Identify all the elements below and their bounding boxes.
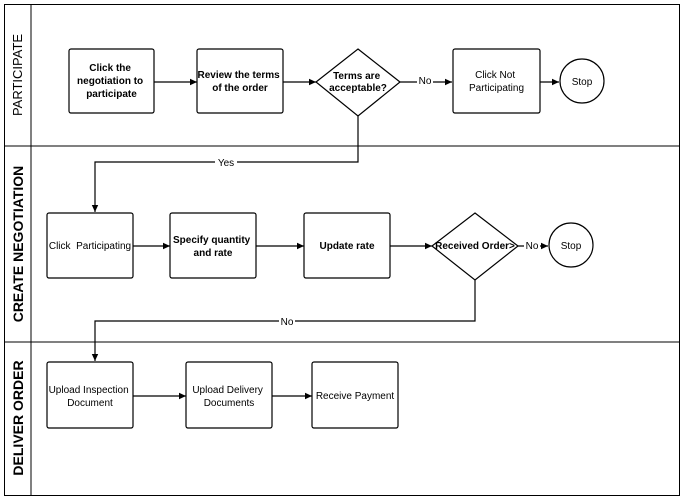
edge-label-no-deliver: No [281, 317, 294, 328]
node-label-line: Upload Inspection [49, 385, 129, 396]
node-label-line: negotiation to [77, 76, 143, 87]
node-click-negotiation[interactable]: Click the negotiation to participate [68, 48, 155, 114]
swimlane-frame [4, 4, 680, 496]
node-review-terms[interactable]: Review the terms of the order [196, 48, 284, 114]
node-label-line: participate [86, 89, 137, 100]
edge-label-bg [215, 156, 237, 168]
edge-label-bg [279, 315, 295, 327]
node-update-rate[interactable]: Update rate [303, 212, 391, 279]
edge-label-yes: Yes [218, 158, 234, 169]
svg-text:Upload Delivery Document: Upload Delivery Documents [192, 385, 265, 409]
lane-title-participate: PARTICIPATE [10, 34, 25, 116]
node-specify-quantity[interactable]: Specify quantity and rate [169, 212, 257, 279]
node-click-participating[interactable]: Click Participating [46, 212, 134, 279]
node-upload-inspection[interactable]: Upload Inspection Document [46, 361, 134, 429]
node-label: Stop [572, 77, 593, 88]
node-label-line: Documents [204, 398, 255, 409]
node-label-line: Document [67, 398, 113, 409]
node-label: Receive Payment [316, 391, 395, 402]
svg-text:Upload Inspection Docume: Upload Inspection Document [49, 385, 132, 409]
node-stop-2[interactable]: Stop [548, 222, 594, 268]
node-label-line: of the order [212, 83, 268, 94]
node-label-line: acceptable? [329, 83, 387, 94]
node-click-not-participating[interactable]: Click Not Participating [452, 48, 541, 114]
node-label: Received Order> [435, 241, 515, 252]
node-upload-delivery[interactable]: Upload Delivery Documents [185, 361, 273, 429]
decision-received-order[interactable]: Received Order> [431, 212, 519, 281]
node-label-line: Specify quantity [173, 235, 251, 246]
svg-text:Terms are acceptable?: Terms are acceptable? [329, 71, 387, 94]
node-label-line: Review the terms [197, 70, 280, 81]
node-label: Stop [561, 241, 582, 252]
svg-text:Specify quantity and rat: Specify quantity and rate [173, 235, 253, 259]
node-stop-1[interactable]: Stop [559, 58, 605, 104]
svg-text:Review the terms of the: Review the terms of the order [197, 70, 282, 94]
node-label-line: Upload Delivery [192, 385, 263, 396]
lane-title-deliver-order: DELIVER ORDER [10, 360, 26, 475]
svg-text:Click Not Participating: Click Not Participating [469, 70, 524, 94]
node-label: Update rate [319, 241, 374, 252]
edge-label-bg [417, 74, 433, 86]
node-label-line: Terms are [333, 71, 381, 82]
node-label-line: and rate [194, 248, 233, 259]
edge-label-no-received: No [526, 241, 539, 252]
svg-text:Click the negotiation to: Click the negotiation to participate [77, 63, 146, 100]
node-label-line: Click Not [475, 70, 515, 81]
edge-label-no-terms: No [419, 76, 432, 87]
edge-label-bg [524, 239, 540, 251]
decision-terms-acceptable[interactable]: Terms are acceptable? [315, 48, 401, 117]
node-label-line: Participating [469, 83, 524, 94]
node-label: Click Participating [49, 241, 131, 252]
node-label-line: Click the [89, 63, 131, 74]
lane-title-create-negotiation: CREATE NEGOTIATION [10, 166, 26, 323]
node-receive-payment[interactable]: Receive Payment [311, 361, 399, 429]
